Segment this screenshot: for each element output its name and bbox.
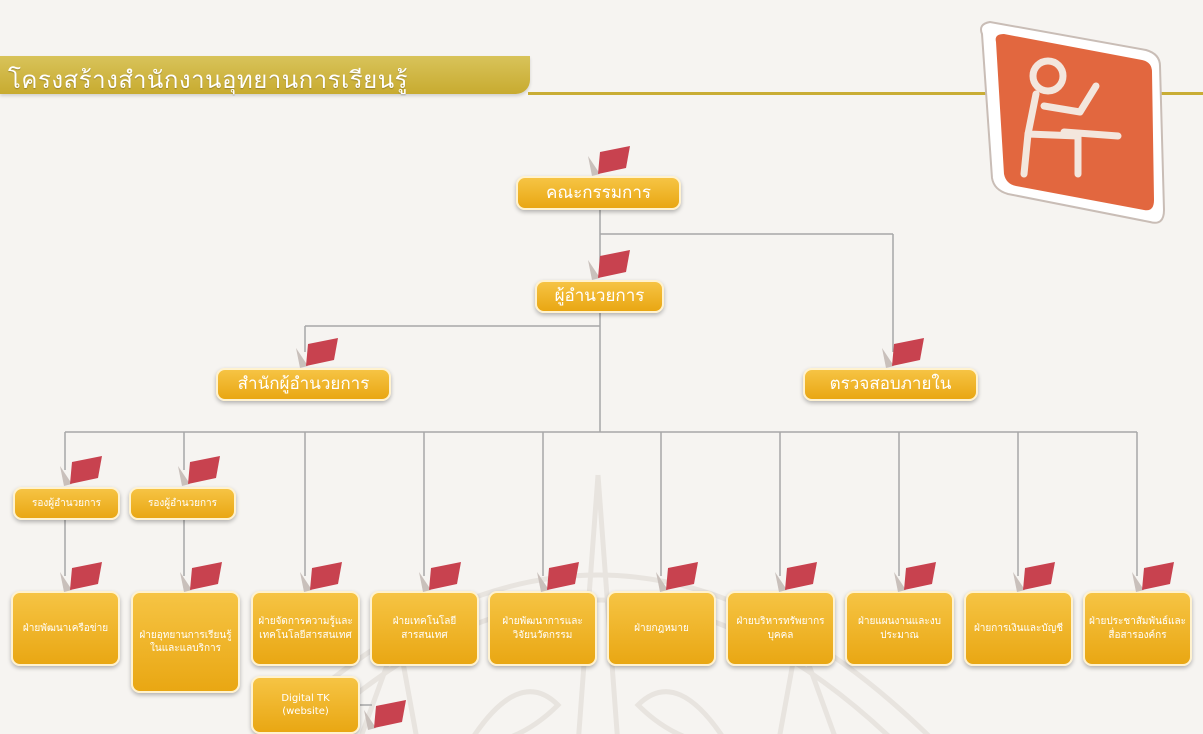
person-at-desk-icon (980, 20, 1166, 224)
internal-audit-node: ตรวจสอบภายใน (803, 368, 978, 401)
deputy-director-node-1: รองผู้อำนวยการ (13, 487, 120, 520)
division-node: ฝ่ายจัดการความรู้และเทคโนโลยีสารสนเทศ (251, 591, 360, 666)
title-underline (528, 92, 1203, 95)
division-node: ฝ่ายประชาสัมพันธ์และสื่อสารองค์กร (1083, 591, 1192, 666)
page-title: โครงสร้างสำนักงานอุทยานการเรียนรู้ (8, 66, 408, 94)
division-node: ฝ่ายบริหารทรัพยากรบุคคล (726, 591, 835, 666)
division-node: ฝ่ายพัฒนาการและวิจัยนวัตกรรม (488, 591, 597, 666)
director-node: ผู้อำนวยการ (535, 280, 664, 313)
division-node: ฝ่ายการเงินและบัญชี (964, 591, 1073, 666)
division-node: ฝ่ายแผนงานและงบประมาณ (845, 591, 954, 666)
director-office-node: สำนักผู้อำนวยการ (216, 368, 391, 401)
digital-tk-website-node: Digital TK (website) (251, 676, 360, 734)
division-node: ฝ่ายเทคโนโลยีสารสนเทศ (370, 591, 479, 666)
division-node: ฝ่ายกฎหมาย (607, 591, 716, 666)
title-bar: โครงสร้างสำนักงานอุทยานการเรียนรู้ (0, 56, 530, 94)
division-node: ฝ่ายอุทยานการเรียนรู้ในและแลบริการ (131, 591, 240, 693)
deputy-director-node-2: รองผู้อำนวยการ (129, 487, 236, 520)
board-node: คณะกรรมการ (516, 176, 681, 210)
division-node: ฝ่ายพัฒนาเครือข่าย (11, 591, 120, 666)
